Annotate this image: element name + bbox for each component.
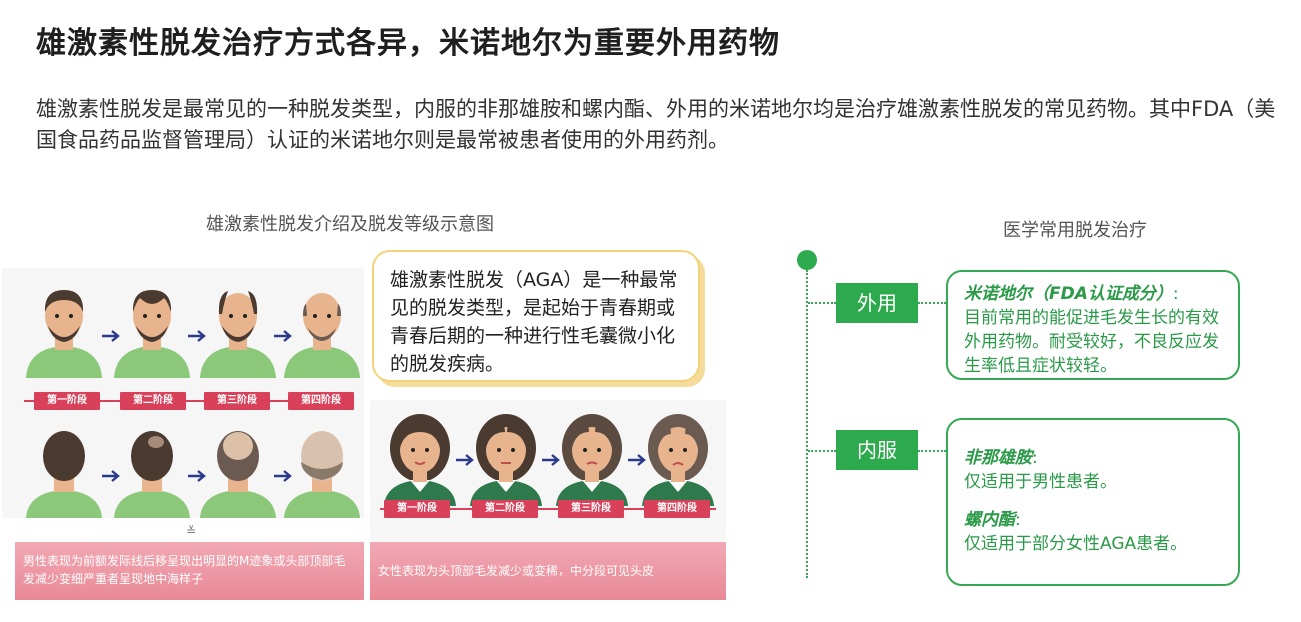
left-section-title: 雄激素性脱发介绍及脱发等级示意图	[206, 214, 494, 235]
timeline-connector	[918, 450, 946, 452]
arrow-right-icon	[100, 328, 122, 344]
drug-colon: :	[1032, 448, 1038, 468]
tag-external: 外用	[836, 283, 918, 323]
timeline-connector	[808, 450, 836, 452]
male-row-front	[2, 278, 364, 378]
drug-name-spironolactone: 螺内酯	[964, 510, 1015, 530]
female-face-stage-2	[466, 406, 546, 506]
arrow-right-icon	[454, 452, 476, 468]
female-stage-bar: 第一阶段 第二阶段 第三阶段 第四阶段	[380, 498, 716, 520]
timeline-line	[806, 270, 808, 578]
arrow-right-icon	[272, 468, 294, 484]
male-back-stage-3	[198, 418, 278, 518]
female-face-stage-3	[552, 406, 632, 506]
page-title: 雄激素性脱发治疗方式各异，米诺地尔为重要外用药物	[36, 26, 780, 61]
stage-label: 第二阶段	[120, 392, 186, 410]
female-caption: 女性表现为头顶部毛发减少或变稀，中分段可见头皮	[370, 542, 726, 600]
female-row	[370, 406, 726, 506]
stage-label: 第二阶段	[472, 500, 538, 518]
arrow-right-icon	[540, 452, 562, 468]
intro-paragraph: 雄激素性脱发是最常见的一种脱发类型，内服的非那雄胺和螺内酯、外用的米诺地尔均是治…	[36, 97, 1276, 152]
arrow-right-icon	[186, 328, 208, 344]
female-stages-panel: 第一阶段 第二阶段 第三阶段 第四阶段	[370, 400, 726, 542]
stage-label: 第三阶段	[204, 392, 270, 410]
internal-treatment-card: 非那雄胺: 仅适用于男性患者。 螺内酯: 仅适用于部分女性AGA患者。	[946, 418, 1240, 586]
drug-colon: :	[1015, 510, 1021, 530]
external-treatment-card: 米诺地尔（FDA认证成分）: 目前常用的能促进毛发生长的有效外用药物。耐受较好，…	[946, 270, 1240, 380]
timeline-dot	[797, 250, 817, 270]
male-stages-panel: 第一阶段 第二阶段 第三阶段 第四阶段	[2, 268, 364, 518]
chevron-down-icon: ≚	[186, 524, 197, 538]
male-face-stage-4	[282, 278, 362, 378]
male-face-stage-3	[198, 278, 278, 378]
timeline-connector	[808, 302, 836, 304]
tag-internal: 内服	[836, 430, 918, 470]
female-face-stage-4	[638, 406, 718, 506]
stage-label: 第四阶段	[288, 392, 354, 410]
female-face-stage-1	[380, 406, 460, 506]
aga-definition-bubble: 雄激素性脱发（AGA）是一种最常见的脱发类型，是起始于青春期或青春后期的一种进行…	[372, 250, 700, 382]
drug-name-finasteride: 非那雄胺	[964, 448, 1032, 468]
stage-label: 第三阶段	[558, 500, 624, 518]
male-back-stage-2	[112, 418, 192, 518]
minoxidil-desc: 目前常用的能促进毛发生长的有效外用药物。耐受较好，不良反应发生率低且症状较轻。	[964, 308, 1219, 376]
arrow-right-icon	[272, 328, 294, 344]
timeline-connector	[918, 302, 946, 304]
male-caption: 男性表现为前额发际线后移呈现出明显的M迹象或头部顶部毛发减少变细严重者呈现地中海…	[15, 542, 364, 600]
stage-label: 第四阶段	[644, 500, 710, 518]
male-face-stage-2	[112, 278, 192, 378]
right-section-title: 医学常用脱发治疗	[1003, 220, 1147, 241]
male-stage-bar: 第一阶段 第二阶段 第三阶段 第四阶段	[24, 390, 354, 412]
arrow-right-icon	[626, 452, 648, 468]
drug-name-minoxidil: 米诺地尔（FDA认证成分）	[964, 284, 1173, 304]
male-row-back	[2, 418, 364, 518]
finasteride-desc: 仅适用于男性患者。	[964, 472, 1117, 492]
male-back-stage-1	[24, 418, 104, 518]
stage-label: 第一阶段	[34, 392, 100, 410]
stage-label: 第一阶段	[384, 500, 450, 518]
male-face-stage-1	[24, 278, 104, 378]
arrow-right-icon	[100, 468, 122, 484]
arrow-right-icon	[186, 468, 208, 484]
male-back-stage-4	[282, 418, 362, 518]
drug-colon: :	[1172, 284, 1179, 304]
spironolactone-desc: 仅适用于部分女性AGA患者。	[964, 534, 1188, 554]
